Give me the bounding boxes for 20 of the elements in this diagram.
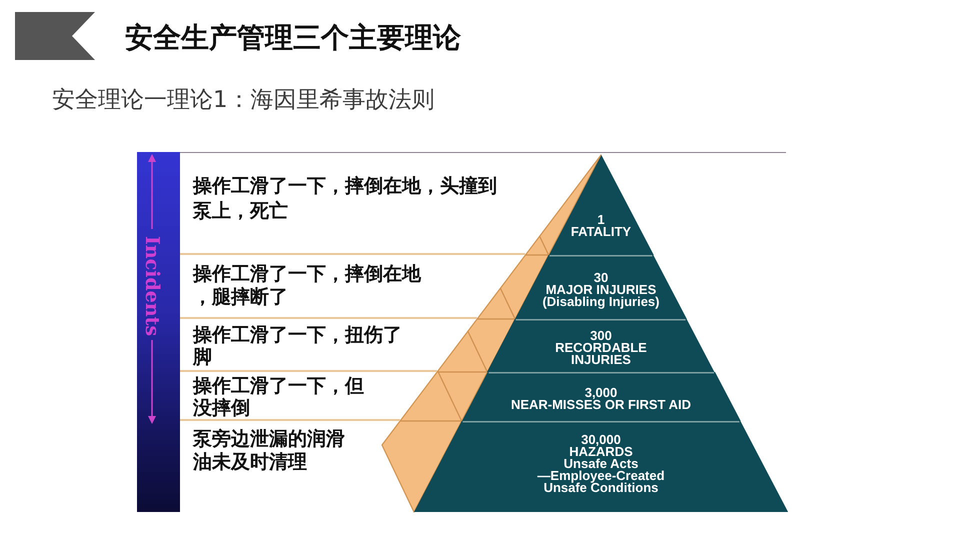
count-number: 1 bbox=[597, 214, 605, 226]
incident-text: 操作工滑了一下，摔倒在地，头撞到泵上，死亡 bbox=[193, 174, 498, 224]
incident-text: 操作工滑了一下，但没摔倒 bbox=[193, 375, 365, 419]
tier-label: Unsafe Acts —Employee-Created Unsafe Conditions bbox=[537, 458, 665, 494]
count-number: 300 bbox=[590, 330, 612, 342]
tier-label: FATALITY bbox=[570, 226, 632, 238]
vertical-label: Incidents bbox=[140, 236, 163, 336]
count-number: 30,000 bbox=[581, 434, 621, 446]
tier-label: NEAR-MISSES OR FIRST AID bbox=[510, 399, 692, 411]
subtitle: 安全理论一理论1：海因里希事故法则 bbox=[52, 86, 435, 114]
tier-label: MAJOR INJURIES (Disabling Injuries) bbox=[541, 284, 660, 308]
tier-label: RECORDABLE INJURIES bbox=[554, 342, 648, 366]
side-bar bbox=[137, 152, 180, 512]
incident-text: 操作工滑了一下，摔倒在地，腿摔断了 bbox=[193, 263, 422, 309]
count-number: 3,000 bbox=[584, 387, 618, 399]
incident-text: 操作工滑了一下，扭伤了脚 bbox=[193, 324, 403, 368]
slide-title: 安全生产管理三个主要理论 bbox=[125, 22, 461, 54]
count-number: 30 bbox=[594, 272, 608, 284]
incident-text: 泵旁边泄漏的润滑油未及时清理 bbox=[193, 428, 346, 474]
tier-label: HAZARDS bbox=[569, 446, 633, 458]
